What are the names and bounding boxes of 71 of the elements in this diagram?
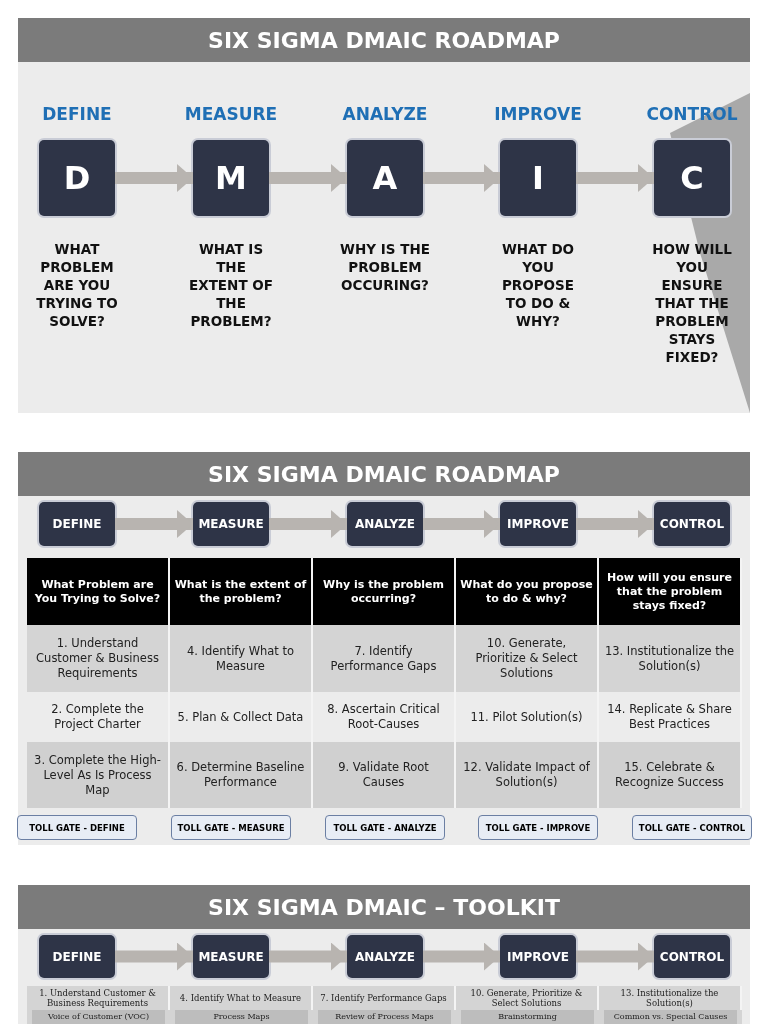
question-text: WHAT PROBLEM ARE YOU TRYING TO SOLVE? xyxy=(35,240,119,330)
tool-cell: Review of Process Maps xyxy=(313,1010,456,1024)
step-cell: 6. Determine Baseline Performance xyxy=(170,742,313,808)
phase-box: DEFINE xyxy=(39,935,115,978)
question-text: WHAT IS THE EXTENT OF THE PROBLEM? xyxy=(188,240,274,330)
step-cell: 13. Institutionalize the Solution(s) xyxy=(599,986,742,1010)
column-header: What do you propose to do & why? xyxy=(456,558,599,625)
question-text: WHY IS THE PROBLEM OCCURING? xyxy=(339,240,431,294)
step-cell: 10. Generate, Prioritize & Select Solutions xyxy=(456,625,599,692)
phase-box: MEASURE xyxy=(193,935,269,978)
step-cell: 13. Institutionalize the Solution(s) xyxy=(599,625,742,692)
step-cell: 1. Understand Customer & Business Requirements xyxy=(27,986,170,1010)
title-bar: SIX SIGMA DMAIC ROADMAP xyxy=(18,452,750,496)
step-cell: 4. Identify What to Measure xyxy=(170,986,313,1010)
step-cell: 4. Identify What to Measure xyxy=(170,625,313,692)
tool-cell: Process Maps xyxy=(170,1010,313,1024)
toll-gate-box: TOLL GATE - DEFINE xyxy=(17,815,137,840)
arrow xyxy=(576,942,654,971)
phase-heading: DEFINE xyxy=(41,104,113,124)
step-cell: 1. Understand Customer & Business Requirements xyxy=(27,625,170,692)
phase-box: IMPROVE xyxy=(500,935,576,978)
tile-letter: I xyxy=(532,159,544,197)
column-header: Why is the problem occurring? xyxy=(313,558,456,625)
phase-box: CONTROL xyxy=(654,502,730,546)
tool-cell: Voice of Customer (VOC) xyxy=(27,1010,170,1024)
tile-letter: D xyxy=(63,159,91,197)
arrow xyxy=(269,942,347,971)
toll-gate-box: TOLL GATE - MEASURE xyxy=(171,815,291,840)
phase-heading: ANALYZE xyxy=(341,104,429,124)
arrow xyxy=(576,510,654,538)
step-cell: 9. Validate Root Causes xyxy=(313,742,456,808)
roadmap-panel xyxy=(18,18,750,413)
phase-box: DEFINE xyxy=(39,502,115,546)
phase-heading: IMPROVE xyxy=(493,104,583,124)
tool-cell: Brainstorming xyxy=(456,1010,599,1024)
toll-gate-box: TOLL GATE - ANALYZE xyxy=(325,815,445,840)
arrow xyxy=(576,164,654,192)
arrow xyxy=(423,510,500,538)
step-cell: 7. Identify Performance Gaps xyxy=(313,986,456,1010)
arrow xyxy=(269,164,347,192)
arrow xyxy=(115,164,193,192)
phase-heading: MEASURE xyxy=(183,104,279,124)
column-header: What Problem are You Trying to Solve? xyxy=(27,558,170,625)
arrow xyxy=(115,942,193,971)
arrow xyxy=(269,510,347,538)
question-text: WHAT DO YOU PROPOSE TO DO & WHY? xyxy=(500,240,576,330)
arrow xyxy=(423,942,500,971)
step-cell: 15. Celebrate & Recognize Success xyxy=(599,742,742,808)
column-header: What is the extent of the problem? xyxy=(170,558,313,625)
title-bar: SIX SIGMA DMAIC – TOOLKIT xyxy=(18,885,750,929)
column-header: How will you ensure that the problem stays fixed? xyxy=(599,558,742,625)
question-text: HOW WILL YOU ENSURE THAT THE PROBLEM STAYS FIXED? xyxy=(651,240,733,366)
tile-letter: M xyxy=(215,159,247,197)
tool-cell: Common vs. Special Causes xyxy=(599,1010,742,1024)
phase-box: MEASURE xyxy=(193,502,269,546)
step-cell: 3. Complete the High-Level As Is Process Map xyxy=(27,742,170,808)
phase-box: IMPROVE xyxy=(500,502,576,546)
toll-gate-box: TOLL GATE - CONTROL xyxy=(632,815,752,840)
step-cell: 10. Generate, Prioritize & Select Solutions xyxy=(456,986,599,1010)
arrow xyxy=(115,510,193,538)
tile-letter: A xyxy=(372,159,398,197)
title-bar: SIX SIGMA DMAIC ROADMAP xyxy=(18,18,750,62)
step-cell: 12. Validate Impact of Solution(s) xyxy=(456,742,599,808)
phase-box: ANALYZE xyxy=(347,935,423,978)
phase-box: ANALYZE xyxy=(347,502,423,546)
step-cell: 7. Identify Performance Gaps xyxy=(313,625,456,692)
phase-box: CONTROL xyxy=(654,935,730,978)
arrow xyxy=(423,164,500,192)
phase-heading: CONTROL xyxy=(645,104,739,124)
tile-letter: C xyxy=(680,159,704,197)
toll-gate-box: TOLL GATE - IMPROVE xyxy=(478,815,598,840)
